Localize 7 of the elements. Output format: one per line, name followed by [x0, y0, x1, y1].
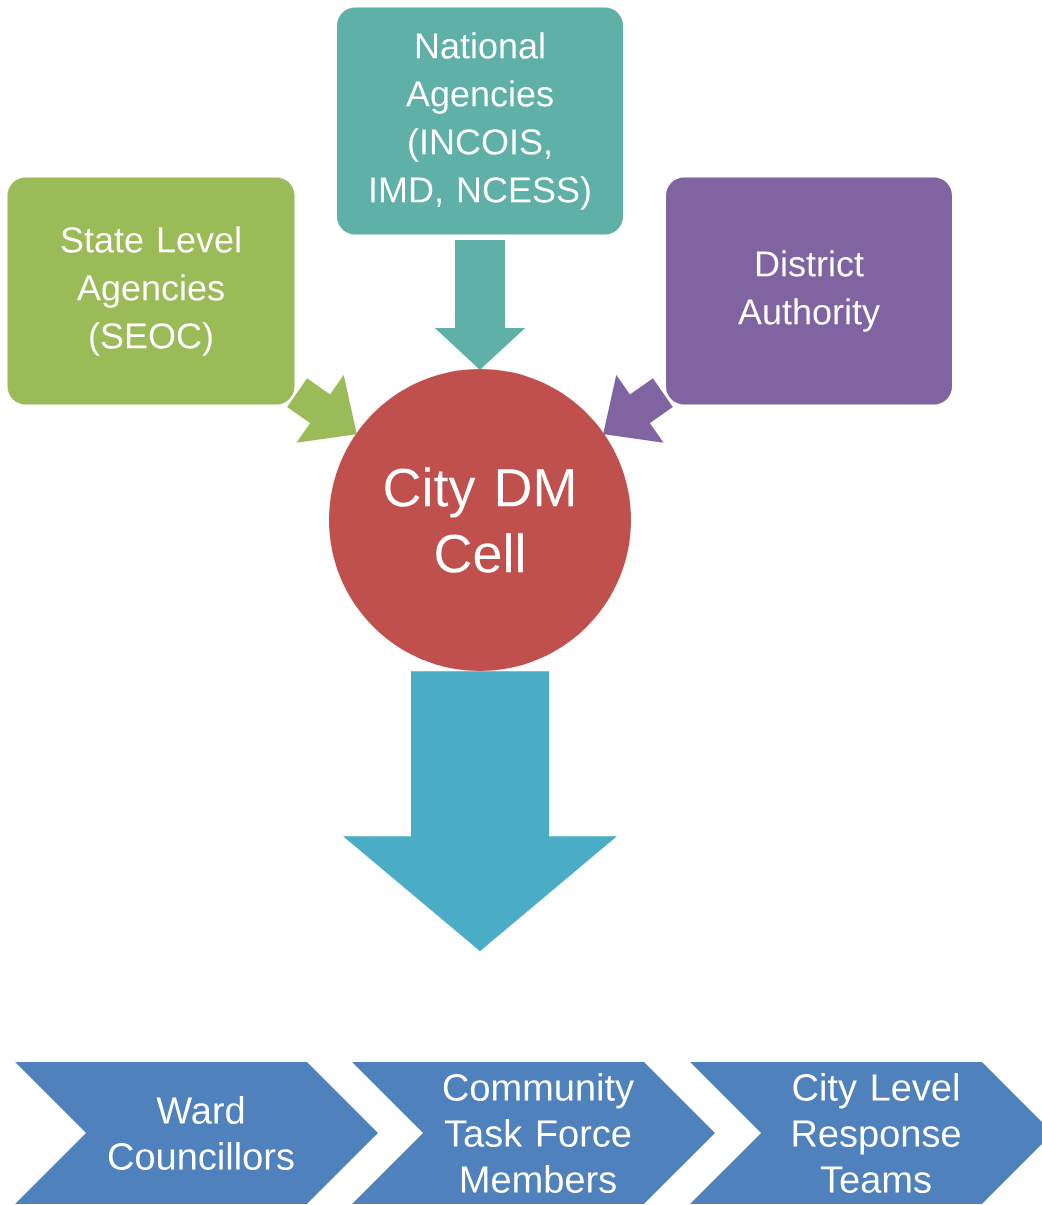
chevron-step: City Level Response Teams	[690, 1062, 1042, 1204]
block-arrow	[343, 671, 617, 952]
chevron-step: Community Task Force Members	[352, 1062, 715, 1204]
agency-box: National Agencies (INCOIS, IMD, NCESS)	[337, 7, 623, 235]
state-box: State Level Agencies (SEOC)	[7, 177, 295, 405]
authority-box: District Authority	[666, 177, 952, 405]
chevron-step: Ward Councillors	[15, 1062, 378, 1204]
